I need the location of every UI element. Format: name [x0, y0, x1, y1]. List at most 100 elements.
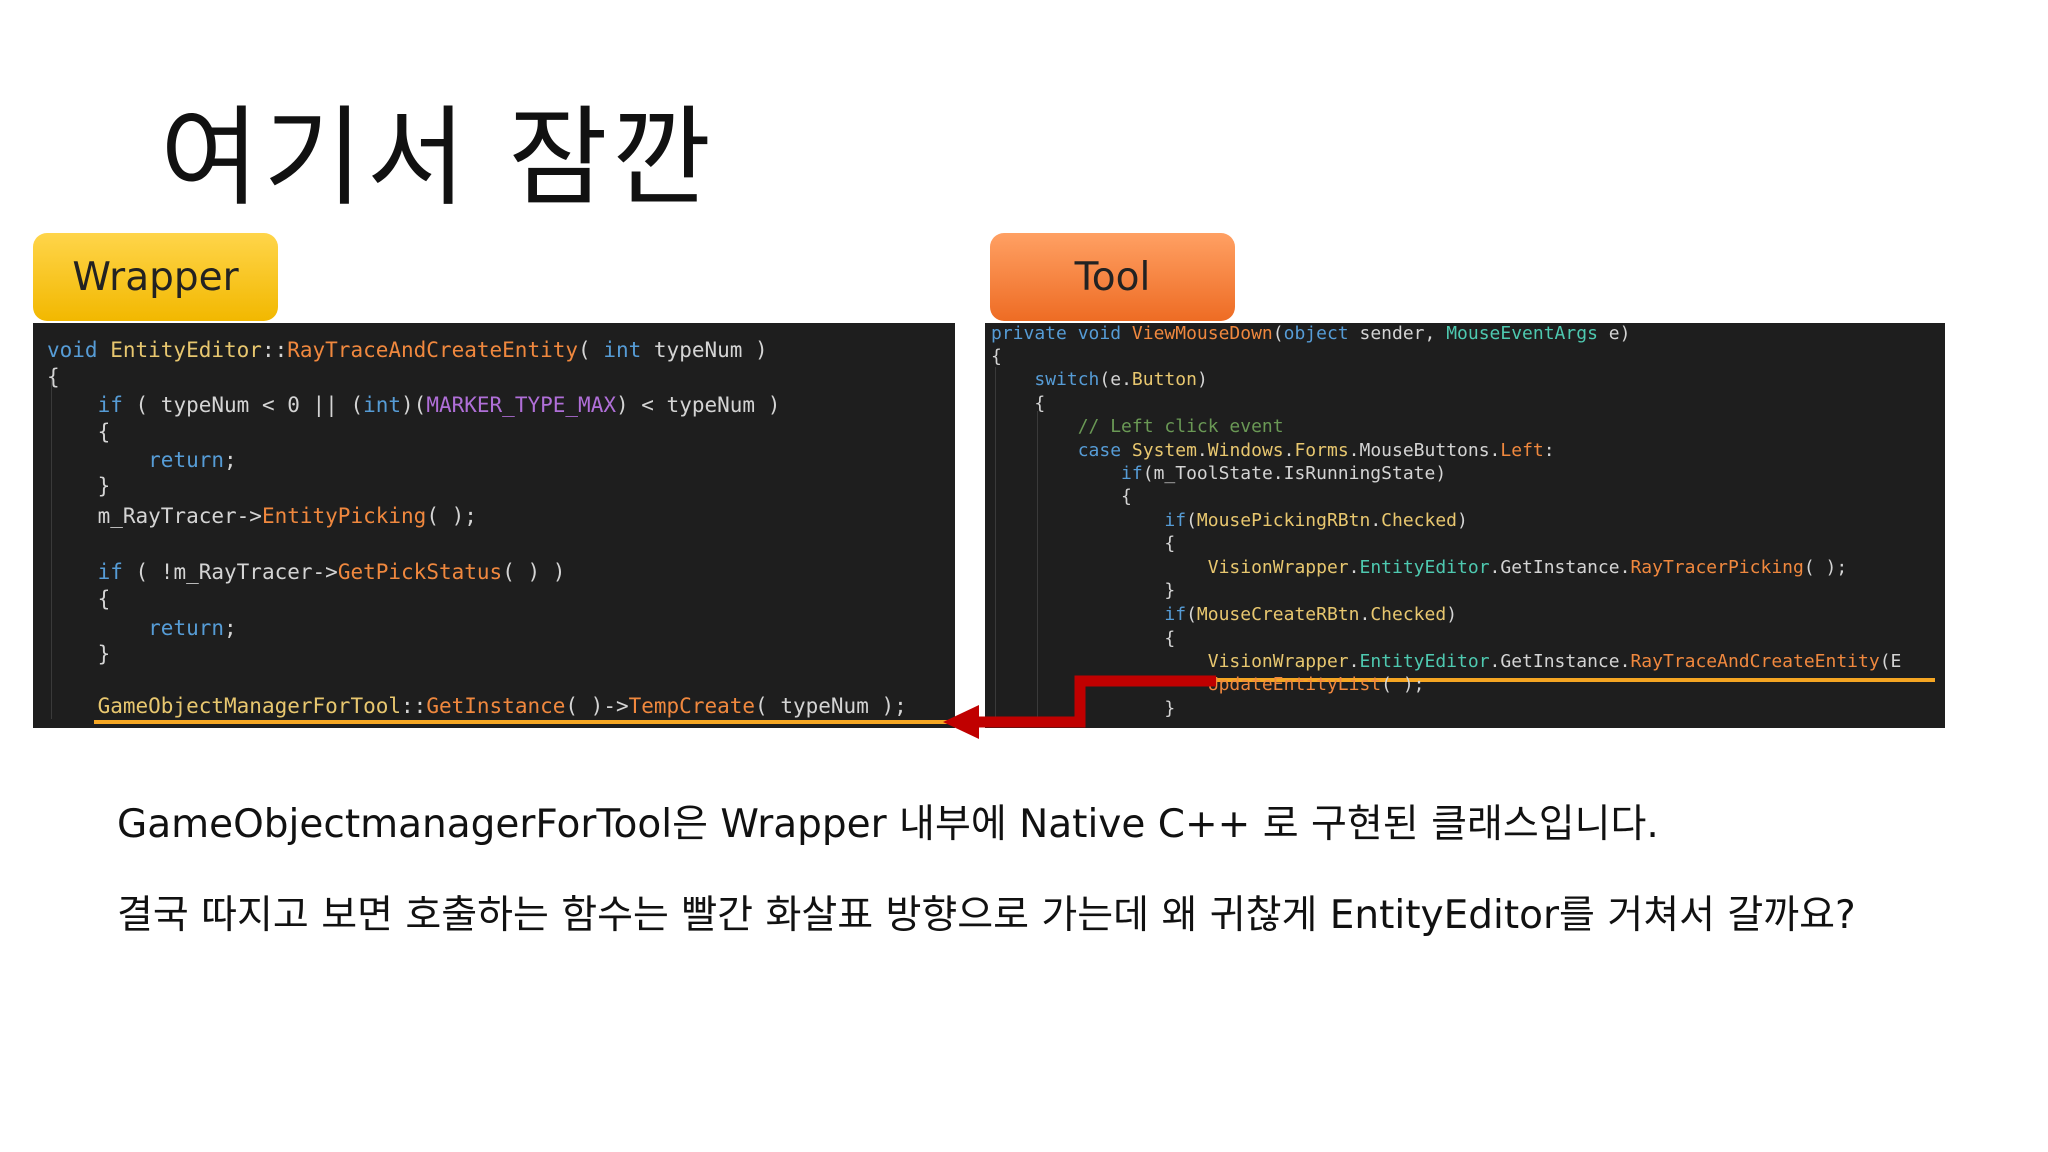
- code-token: if: [97, 393, 136, 417]
- code-token: Windows: [1207, 440, 1284, 461]
- code-line: }: [991, 698, 1175, 720]
- code-line: VisionWrapper.EntityEditor.GetInstance.R…: [991, 557, 1847, 579]
- tool-call-underline: [1215, 678, 1935, 682]
- code-token: if: [97, 560, 136, 584]
- wrapper-badge-label: Wrapper: [72, 254, 239, 300]
- code-token: )(: [401, 393, 427, 417]
- code-token: case: [1077, 440, 1132, 461]
- code-token: .: [1370, 510, 1382, 531]
- code-token: private void: [991, 323, 1132, 344]
- code-token: TempCreate: [628, 694, 756, 718]
- code-line: if(m_ToolState.IsRunningState): [991, 463, 1446, 485]
- code-token: ): [1446, 604, 1458, 625]
- tool-code-panel: private void ViewMouseDown(object sender…: [985, 323, 1945, 728]
- code-token: sender,: [1359, 323, 1447, 344]
- code-token: ): [1457, 510, 1468, 531]
- indent-guide: [1037, 411, 1038, 727]
- code-token: }: [991, 698, 1176, 719]
- code-token: ;: [224, 616, 237, 640]
- code-token: MousePickingRBtn: [1196, 510, 1371, 531]
- code-token: Left: [1500, 440, 1544, 461]
- code-token: {: [991, 393, 1046, 414]
- code-line: return;: [47, 615, 237, 641]
- code-token: typeNum ): [653, 338, 768, 362]
- code-token: if: [1164, 510, 1187, 531]
- code-token: .: [1489, 557, 1501, 578]
- code-token: return: [148, 616, 225, 640]
- code-line: {: [47, 586, 111, 612]
- code-token: VisionWrapper: [1207, 651, 1349, 672]
- tool-badge: Tool: [990, 233, 1235, 321]
- code-token: (m_ToolState.IsRunningState): [1142, 463, 1447, 484]
- code-token: RayTracerPicking: [1630, 557, 1804, 578]
- code-line: {: [991, 628, 1175, 650]
- code-token: int: [363, 393, 402, 417]
- code-token: .: [1359, 604, 1371, 625]
- code-token: Checked: [1370, 604, 1447, 625]
- code-line: private void ViewMouseDown(object sender…: [991, 323, 1630, 345]
- wrapper-badge: Wrapper: [33, 233, 278, 321]
- code-token: GetInstance: [1500, 557, 1620, 578]
- code-token: RayTraceAndCreateEntity: [1630, 651, 1880, 672]
- code-token: {: [991, 628, 1176, 649]
- code-line: }: [47, 473, 111, 499]
- code-line: {: [47, 419, 111, 445]
- code-token: m_RayTracer->: [47, 504, 262, 528]
- code-token: {: [991, 486, 1132, 507]
- code-token: (: [1186, 510, 1197, 531]
- code-token: int: [603, 338, 654, 362]
- code-token: .: [1348, 557, 1360, 578]
- code-token: {: [47, 365, 60, 389]
- code-token: MARKER_TYPE_MAX: [426, 393, 616, 417]
- code-line: if ( !m_RayTracer->GetPickStatus( ) ): [47, 559, 566, 585]
- code-token: Button: [1131, 369, 1197, 390]
- code-token: ( );: [1381, 674, 1425, 695]
- explanation-text-1: GameObjectmanagerForTool은 Wrapper 내부에 Na…: [117, 802, 1659, 847]
- wrapper-call-underline: [94, 720, 950, 724]
- code-token: MouseCreateRBtn: [1196, 604, 1360, 625]
- code-token: UpdateEntityList: [1207, 674, 1382, 695]
- code-token: }: [991, 580, 1176, 601]
- code-token: ( )->: [565, 694, 629, 718]
- code-token: ::: [261, 338, 288, 362]
- code-line: if(MousePickingRBtn.Checked): [991, 510, 1468, 532]
- code-token: Checked: [1381, 510, 1458, 531]
- code-token: object: [1283, 323, 1360, 344]
- code-token: // Left click event: [1077, 416, 1284, 437]
- code-token: ( );: [426, 504, 477, 528]
- code-token: System: [1131, 440, 1197, 461]
- code-token: if: [1164, 604, 1187, 625]
- code-line: if ( typeNum < 0 || (int)(MARKER_TYPE_MA…: [47, 392, 781, 418]
- code-token: (E: [1879, 651, 1902, 672]
- code-token: (: [1272, 323, 1284, 344]
- code-line: void EntityEditor::RayTraceAndCreateEnti…: [47, 337, 768, 363]
- code-token: (: [1186, 604, 1197, 625]
- code-line: case System.Windows.Forms.MouseButtons.L…: [991, 440, 1555, 462]
- code-token: EntityEditor: [1359, 557, 1490, 578]
- code-token: GameObjectManagerForTool: [97, 694, 402, 718]
- code-token: MouseEventArgs: [1446, 323, 1609, 344]
- code-token: e): [1608, 323, 1631, 344]
- code-token: (e.: [1099, 369, 1132, 390]
- code-token: void: [47, 338, 111, 362]
- code-token: {: [991, 346, 1002, 367]
- code-token: ( );: [1803, 557, 1848, 578]
- code-token: Forms: [1294, 440, 1349, 461]
- code-token: RayTraceAndCreateEntity: [287, 338, 579, 362]
- code-token: ( !m_RayTracer->: [135, 560, 338, 584]
- code-token: }: [47, 642, 111, 666]
- code-line: GameObjectManagerForTool::GetInstance( )…: [47, 693, 907, 719]
- code-token: }: [47, 474, 111, 498]
- code-token: EntityEditor: [1359, 651, 1490, 672]
- code-token: ;: [224, 448, 237, 472]
- code-line: UpdateEntityList( );: [991, 674, 1425, 696]
- tool-badge-label: Tool: [1074, 254, 1151, 300]
- code-token: .: [1489, 440, 1501, 461]
- code-token: MouseButtons: [1359, 440, 1490, 461]
- code-line: {: [991, 486, 1132, 508]
- indent-guide: [51, 379, 52, 719]
- code-token: (: [578, 338, 604, 362]
- code-line: {: [991, 346, 1002, 368]
- code-line: m_RayTracer->EntityPicking( );: [47, 503, 477, 529]
